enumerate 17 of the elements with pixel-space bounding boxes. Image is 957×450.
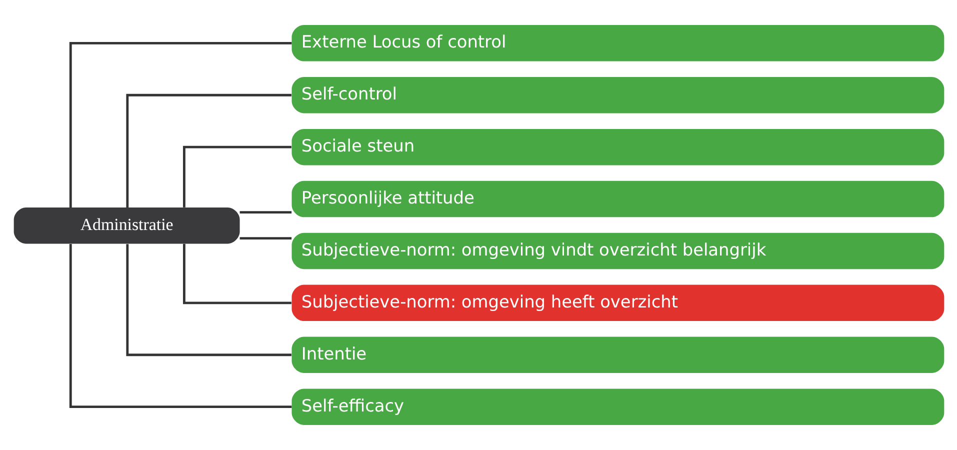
connector bbox=[239, 211, 292, 214]
node-box: Subjectieve-norm: omgeving vindt overzicht belangrijk bbox=[291, 232, 944, 270]
connector bbox=[182, 146, 291, 208]
node-box: Self-control bbox=[291, 77, 944, 114]
node-box: Self-efficacy bbox=[291, 388, 944, 425]
connector bbox=[126, 244, 291, 356]
node-box: Intentie bbox=[291, 336, 944, 373]
node-box: Externe Locus of control bbox=[291, 25, 944, 62]
node-box: Persoonlijke attitude bbox=[291, 180, 944, 218]
connector bbox=[182, 244, 291, 304]
node-box: Subjectieve-norm: omgeving heeft overzicht bbox=[291, 284, 944, 322]
connector bbox=[68, 42, 292, 208]
node-box: Sociale steun bbox=[291, 128, 944, 166]
connector bbox=[126, 94, 291, 208]
connector bbox=[68, 244, 292, 408]
node-box: Administratie bbox=[13, 207, 240, 244]
connector bbox=[239, 237, 292, 240]
